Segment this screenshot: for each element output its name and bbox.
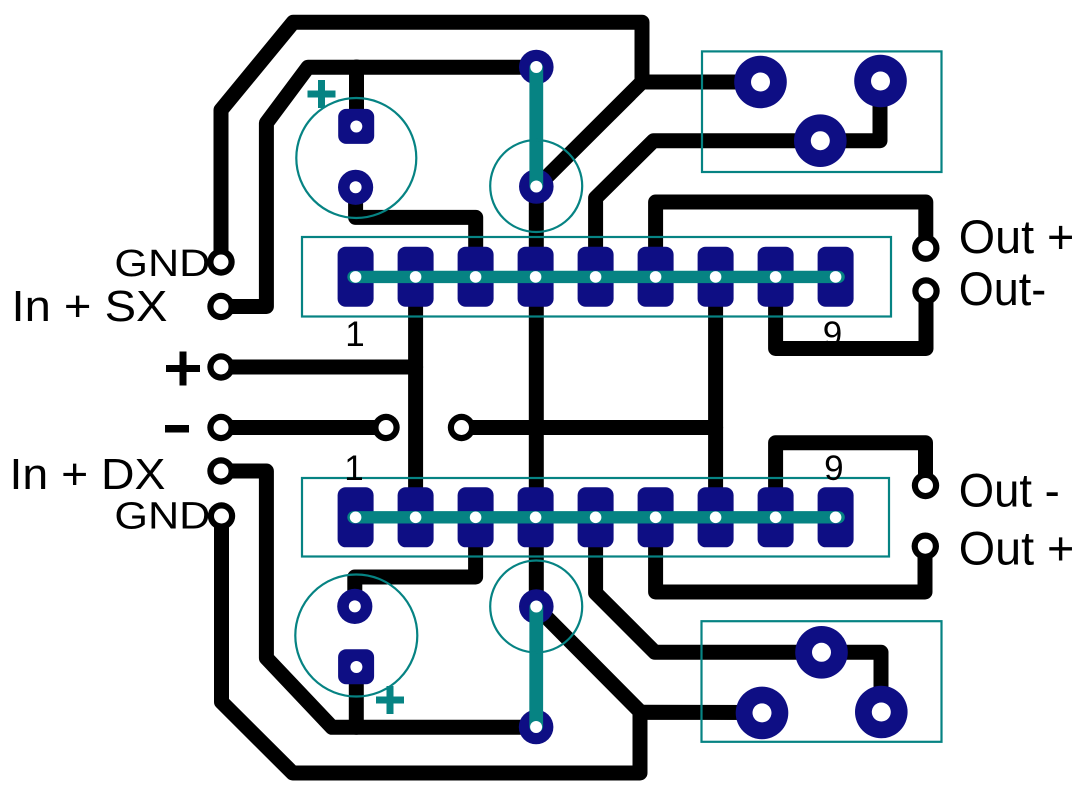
svg-text:In + SX: In + SX [12, 282, 168, 331]
svg-text:9: 9 [823, 315, 842, 354]
svg-text:In + DX: In + DX [10, 450, 166, 499]
svg-text:GND: GND [114, 496, 210, 538]
svg-text:1: 1 [344, 449, 363, 488]
svg-text:1: 1 [345, 315, 364, 354]
svg-text:9: 9 [824, 449, 843, 488]
svg-text:Out-: Out- [959, 262, 1047, 315]
svg-text:Out +: Out + [959, 521, 1075, 574]
svg-text:Out +: Out + [959, 210, 1075, 263]
svg-text:Out -: Out - [959, 464, 1060, 517]
svg-text:GND: GND [114, 243, 210, 285]
